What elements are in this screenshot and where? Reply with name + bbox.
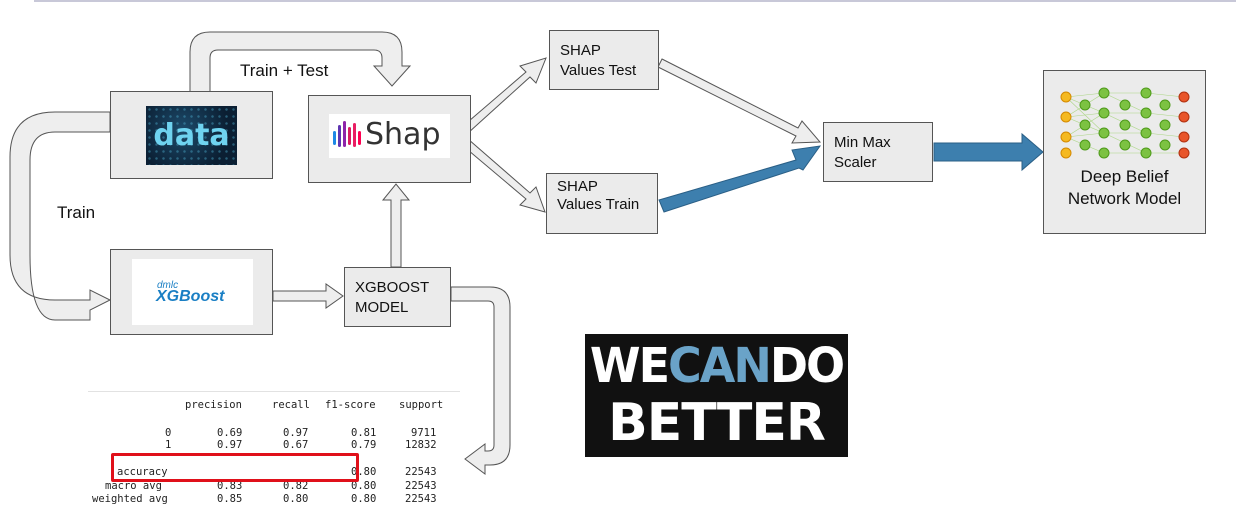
report-header-row: precision recall f1-score support bbox=[88, 399, 458, 411]
train-test-label: Train + Test bbox=[240, 61, 329, 80]
top-divider bbox=[34, 0, 1236, 2]
xgboost-model-node[interactable]: XGBOOST MODEL bbox=[344, 267, 451, 327]
scaler-to-dbn-arrow bbox=[933, 132, 1044, 172]
logo-do: DO bbox=[769, 336, 845, 394]
shap-values-train-node[interactable]: SHAP Values Train bbox=[546, 173, 658, 234]
model-to-report-arrow bbox=[450, 286, 511, 475]
report-macro-f1: 0.80 bbox=[351, 480, 377, 492]
test-to-scaler-arrow bbox=[657, 58, 822, 144]
shap-bars-icon bbox=[333, 121, 361, 147]
report-macro-label: macro avg bbox=[105, 480, 162, 492]
train-test-arrow bbox=[189, 31, 412, 93]
shap-train-line1: SHAP bbox=[557, 178, 598, 195]
xgboost-logo-main: XGBoost bbox=[156, 288, 225, 305]
report-weighted-recall: 0.80 bbox=[283, 493, 309, 505]
accuracy-highlight-box bbox=[111, 453, 359, 482]
data-image: data bbox=[146, 106, 237, 165]
report-header-recall: recall bbox=[272, 399, 310, 411]
report-support: 12832 bbox=[405, 439, 437, 451]
report-macro-row: macro avg 0.83 0.82 0.80 22543 bbox=[88, 480, 458, 492]
report-weighted-row: weighted avg 0.85 0.80 0.80 22543 bbox=[88, 493, 458, 505]
xgboost-logo: dmlc XGBoost bbox=[132, 259, 253, 325]
report-macro-precision: 0.83 bbox=[217, 480, 243, 492]
model-to-shap-arrow bbox=[381, 183, 411, 268]
scaler-line1: Min Max bbox=[834, 134, 891, 151]
xgb-to-model-arrow bbox=[272, 283, 344, 309]
report-header-f1: f1-score bbox=[325, 399, 376, 411]
report-row-1: 1 0.97 0.67 0.79 12832 bbox=[88, 439, 458, 451]
report-header-precision: precision bbox=[185, 399, 242, 411]
data-image-dots bbox=[146, 106, 237, 165]
report-precision: 0.69 bbox=[217, 427, 243, 439]
report-weighted-f1: 0.80 bbox=[351, 493, 377, 505]
shap-train-line2: Values Train bbox=[557, 196, 640, 213]
report-accuracy-support: 22543 bbox=[405, 466, 437, 478]
shap-values-test-node[interactable]: SHAP Values Test bbox=[549, 30, 659, 90]
report-weighted-label: weighted avg bbox=[92, 493, 168, 505]
report-row-0: 0 0.69 0.97 0.81 9711 bbox=[88, 427, 458, 439]
xgboost-logo-top: dmlc bbox=[157, 280, 179, 291]
scaler-line2: Scaler bbox=[834, 154, 877, 171]
report-recall: 0.67 bbox=[283, 439, 309, 451]
classification-report: precision recall f1-score support 0 0.69… bbox=[88, 391, 460, 512]
deep-belief-network-node[interactable]: Deep Belief Network Model bbox=[1043, 70, 1206, 234]
report-macro-support: 22543 bbox=[405, 480, 437, 492]
report-accuracy-label: accuracy bbox=[117, 466, 168, 478]
report-header-support: support bbox=[399, 399, 444, 411]
data-image-text: data bbox=[153, 118, 230, 153]
report-f1: 0.81 bbox=[351, 427, 377, 439]
report-weighted-support: 22543 bbox=[405, 493, 437, 505]
logo-we: WE bbox=[589, 336, 670, 394]
report-f1: 0.79 bbox=[351, 439, 377, 451]
logo-row1: WECANDO bbox=[585, 337, 848, 394]
train-arrow bbox=[9, 111, 112, 321]
logo-row2: BETTER bbox=[608, 393, 826, 453]
xgboost-model-line2: MODEL bbox=[355, 299, 409, 316]
train-label: Train bbox=[57, 203, 96, 222]
shap-logo-text: Shap bbox=[365, 117, 441, 152]
we-can-do-better-logo: WECANDO BETTER bbox=[585, 334, 848, 457]
report-recall: 0.97 bbox=[283, 427, 309, 439]
report-macro-recall: 0.82 bbox=[283, 480, 309, 492]
xgboost-model-line1: XGBOOST bbox=[355, 279, 430, 296]
data-node[interactable]: data bbox=[110, 91, 273, 179]
shap-node[interactable]: Shap bbox=[308, 95, 471, 183]
dbn-line1: Deep Belief bbox=[1080, 167, 1169, 186]
shap-to-test-arrow bbox=[461, 57, 547, 134]
shap-test-line1: SHAP bbox=[560, 42, 601, 59]
shap-to-train-arrow bbox=[461, 138, 546, 213]
neural-network-icon bbox=[1060, 87, 1190, 159]
train-to-scaler-arrow bbox=[658, 145, 822, 213]
report-precision: 0.97 bbox=[217, 439, 243, 451]
min-max-scaler-node[interactable]: Min Max Scaler bbox=[823, 122, 933, 182]
report-class-label: 1 bbox=[165, 439, 172, 451]
report-support: 9711 bbox=[411, 427, 437, 439]
shap-test-line2: Values Test bbox=[560, 62, 637, 79]
xgboost-node[interactable]: dmlc XGBoost bbox=[110, 249, 273, 335]
report-class-label: 0 bbox=[165, 427, 172, 439]
logo-can: CAN bbox=[668, 336, 772, 394]
dbn-line2: Network Model bbox=[1067, 189, 1182, 208]
shap-logo: Shap bbox=[329, 114, 450, 158]
report-weighted-precision: 0.85 bbox=[217, 493, 243, 505]
